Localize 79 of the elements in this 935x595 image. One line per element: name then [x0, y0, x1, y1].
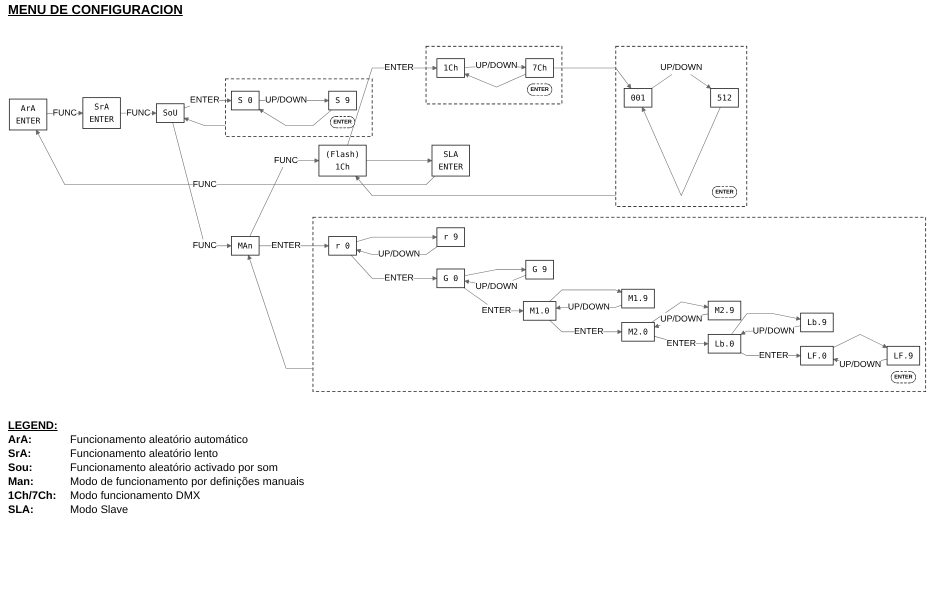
edge-label: ENTER [758, 350, 788, 360]
node-box: Lb.0 [708, 334, 742, 354]
node-box: M1.9 [621, 288, 655, 308]
cluster [312, 216, 926, 392]
legend-description: Funcionamento aleatório lento [70, 448, 219, 460]
node-box: S 0 [230, 90, 260, 110]
edge-label: ENTER [666, 338, 696, 348]
arrow [642, 106, 721, 196]
node-box: SoU [156, 103, 184, 123]
edge-label: UP/DOWN [475, 61, 518, 70]
cluster [225, 78, 373, 137]
edge-label: UP/DOWN [265, 96, 307, 105]
node-box: LF.9 [886, 346, 920, 366]
legend-key: Man: [8, 476, 70, 488]
arrow [464, 73, 526, 88]
legend-key: 1Ch/7Ch: [8, 490, 70, 502]
node-box: MAn [230, 236, 260, 256]
arrow [832, 334, 888, 348]
legend-key: SLA: [8, 504, 70, 516]
legend-key: ArA: [8, 434, 70, 446]
edge-label: UP/DOWN [660, 314, 702, 324]
legend-key: SrA: [8, 448, 70, 460]
node-box: 512 [710, 88, 739, 108]
cluster [426, 46, 562, 104]
arrow [258, 108, 332, 126]
node-box: ArA ENTER [8, 98, 48, 130]
edge-label: ENTER [384, 273, 414, 283]
arrow [36, 130, 436, 186]
arrow [549, 288, 622, 302]
node-box: r 9 [436, 227, 465, 247]
node-box: M1.0 [522, 301, 556, 321]
edge-label: ENTER [384, 63, 414, 72]
edge-label: FUNC [192, 180, 217, 190]
cluster [615, 46, 748, 207]
node-box: 7Ch [525, 58, 554, 78]
arrow [464, 267, 526, 276]
node-box: G 9 [525, 260, 554, 280]
arrow [366, 158, 432, 164]
node-box: Lb.9 [800, 312, 834, 332]
arrow [184, 117, 226, 126]
arrow [356, 234, 438, 242]
legend-description: Modo funcionamento DMX [70, 490, 202, 502]
arrow [355, 176, 616, 196]
node-box: M2.0 [621, 322, 655, 342]
node-box: 001 [624, 88, 652, 108]
node-box: M2.9 [708, 300, 742, 320]
legend-key: Sou: [8, 462, 70, 474]
node-box: S 9 [328, 90, 357, 110]
node-box: r 0 [328, 236, 357, 256]
edge-label: FUNC [126, 108, 150, 118]
edge-label: ENTER [271, 240, 301, 250]
legend-description: Modo de funcionamento por definições manuais [70, 476, 306, 488]
legend-description: Funcionamento aleatório automático [70, 434, 249, 446]
edge-label: FUNC [274, 156, 298, 165]
arrow [172, 122, 232, 248]
node-box: 1Ch [436, 58, 465, 78]
edge-label: UP/DOWN [839, 360, 882, 370]
edge-label: ENTER [574, 326, 604, 336]
node-box: SrA ENTER [82, 97, 121, 129]
edge-label: FUNC [52, 108, 77, 118]
legend-heading: LEGEND: [8, 420, 58, 432]
edge-label: UP/DOWN [475, 282, 518, 292]
edge-label: ENTER [190, 96, 220, 105]
diagram-title: MENU DE CONFIGURACION [8, 2, 183, 17]
legend-description: Modo Slave [70, 504, 130, 516]
edge-label: FUNC [192, 240, 217, 250]
arrow [247, 254, 314, 369]
edge-label: UP/DOWN [378, 250, 420, 259]
node-box: LF.0 [800, 346, 834, 366]
node-box: G 0 [436, 268, 465, 288]
edge-label: UP/DOWN [568, 302, 610, 312]
node-box: SLA ENTER [432, 144, 470, 176]
arrow [553, 68, 632, 89]
node-box: (Flash) 1Ch [318, 144, 367, 176]
edge-label: UP/DOWN [660, 63, 702, 72]
legend-description: Funcionamento aleatório activado por som [70, 462, 279, 474]
arrow [651, 302, 708, 323]
edge-label: ENTER [482, 306, 512, 316]
edge-label: UP/DOWN [752, 326, 795, 336]
